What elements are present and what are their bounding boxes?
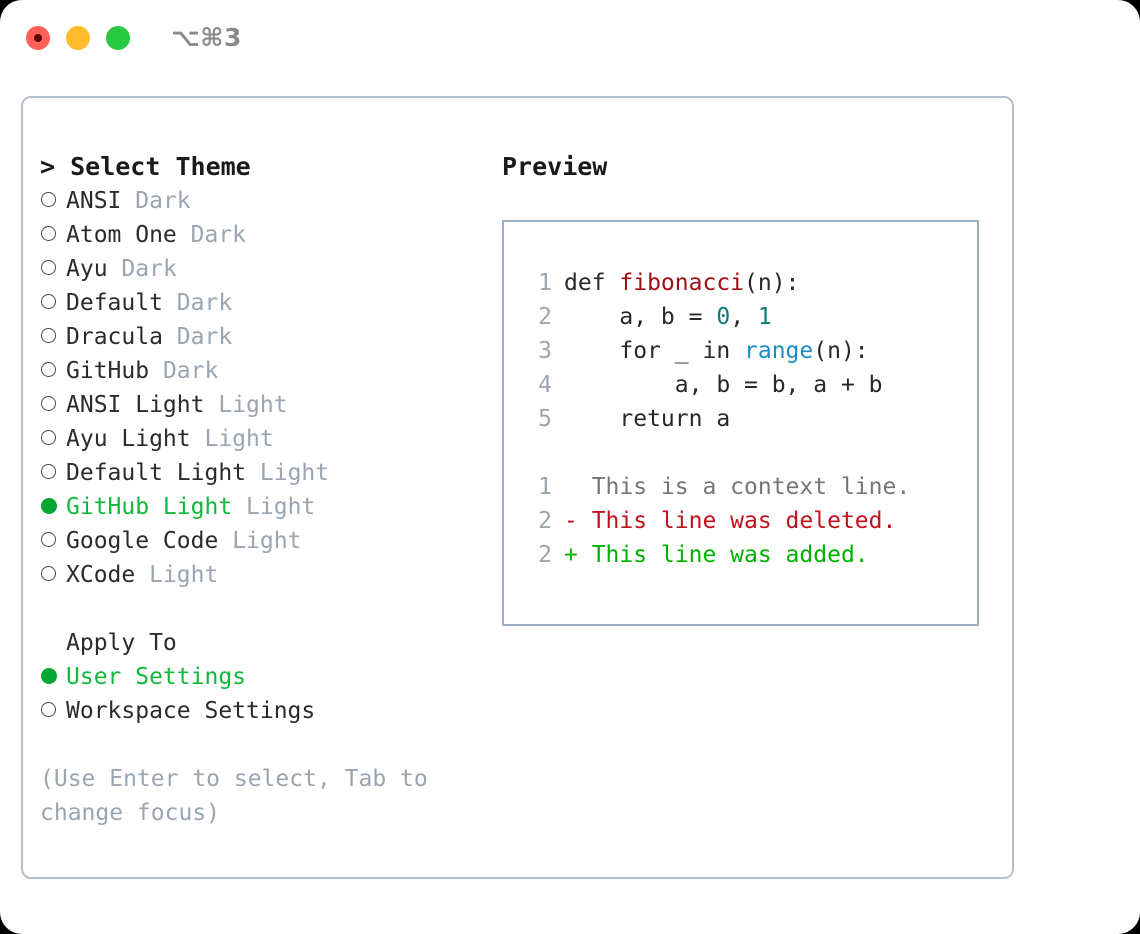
line-number: 1 [538,270,552,296]
window-controls [26,26,130,50]
theme-suffix: Light [204,426,274,452]
theme-label: Ayu [66,256,108,282]
theme-suffix: Dark [190,222,247,248]
theme-suffix: Light [246,494,316,520]
code-token: (n): [744,270,800,296]
theme-list: ANSI Dark Atom One Dark Ayu [40,184,490,592]
code-row: 5 return a [504,402,977,436]
theme-suffix: Dark [135,188,191,214]
theme-option-default-dark[interactable]: Default Dark [40,286,490,320]
line-number: 4 [538,372,552,398]
diff-text: This is a context line. [564,474,911,500]
theme-option-github-light[interactable]: GitHub Light Light [40,490,490,524]
panel-content: > Select Theme ANSI Dark Atom One Dark [23,98,1012,877]
preview-code-box: 1 def fibonacci(n): 2 a, b = 0, 1 3 for … [502,220,979,626]
theme-suffix: Light [259,460,330,486]
preview-column: Preview 1 def fibonacci(n): 2 a, b = 0, … [502,150,992,626]
close-button[interactable] [26,26,50,50]
code-row: 4 a, b = b, a + b [504,368,977,402]
line-number: 1 [538,474,552,500]
code-token: , [730,304,758,330]
keyboard-hint-text: (Use Enter to select, Tab to change focu… [40,766,428,826]
theme-option-dracula-dark[interactable]: Dracula Dark [40,320,490,354]
code-token: a, b = [564,304,717,330]
code-token: for _ in [564,338,745,364]
theme-label: GitHub [66,358,150,384]
theme-option-google-code-light[interactable]: Google Code Light [40,524,490,558]
preview-heading: Preview [502,152,608,181]
code-row: 1 def fibonacci(n): [504,266,977,300]
diff-row-context: 1 This is a context line. [504,470,977,504]
theme-label: Google Code [66,528,219,554]
line-number: 5 [538,406,552,432]
theme-label: Dracula [66,324,163,350]
theme-label: Default Light [66,460,247,486]
diff-row-added: 2 + This line was added. [504,538,977,572]
apply-to-option-workspace-settings[interactable]: Workspace Settings [40,694,490,728]
title-bar: ⌥⌘3 [0,0,1140,78]
code-token: (n): [813,338,869,364]
apply-to-label: Workspace Settings [66,698,316,724]
theme-option-ayu-dark[interactable]: Ayu Dark [40,252,490,286]
minimize-button[interactable] [66,26,90,50]
diff-text: + This line was added. [564,542,869,568]
code-token: a, b = b, a + b [564,372,883,398]
line-number: 2 [538,508,552,534]
theme-suffix: Light [232,528,302,554]
theme-option-atom-one-dark[interactable]: Atom One Dark [40,218,490,252]
line-number: 3 [538,338,552,364]
recording-indicator-icon [34,34,42,42]
select-theme-heading: > Select Theme [40,152,251,181]
theme-option-ayu-light[interactable]: Ayu Light Light [40,422,490,456]
maximize-button[interactable] [106,26,130,50]
theme-option-default-light[interactable]: Default Light Light [40,456,490,490]
theme-suffix: Dark [176,290,233,316]
code-blank-line [504,436,977,470]
code-token-call: range [744,338,814,364]
apply-to-heading: Apply To [66,630,177,656]
theme-label: Default [66,290,163,316]
line-number: 2 [538,542,552,568]
theme-label: XCode [66,562,136,588]
diff-text: - This line was deleted. [564,508,897,534]
theme-suffix: Dark [121,256,177,282]
theme-label: GitHub Light [66,494,233,520]
theme-label: ANSI Light [66,392,205,418]
main-panel: > Select Theme ANSI Dark Atom One Dark [21,96,1014,879]
diff-row-deleted: 2 - This line was deleted. [504,504,977,538]
theme-label: Atom One [66,222,177,248]
code-token-function: fibonacci [619,270,745,296]
theme-suffix: Light [149,562,219,588]
code-row: 2 a, b = 0, 1 [504,300,977,334]
code-token-number: 1 [757,304,772,330]
theme-suffix: Dark [162,358,219,384]
code-token: def [564,270,620,296]
theme-option-github-dark[interactable]: GitHub Dark [40,354,490,388]
apply-to-list: User Settings Workspace Settings [40,660,490,728]
keyboard-shortcut-label: ⌥⌘3 [171,23,242,52]
theme-picker-column: > Select Theme ANSI Dark Atom One Dark [40,150,490,830]
code-row: 3 for _ in range(n): [504,334,977,368]
theme-option-xcode-light[interactable]: XCode Light [40,558,490,592]
theme-option-ansi-dark[interactable]: ANSI Dark [40,184,490,218]
code-token: return a [564,406,731,432]
theme-option-ansi-light[interactable]: ANSI Light Light [40,388,490,422]
list-spacer [40,592,490,626]
code-token-number: 0 [716,304,731,330]
line-number: 2 [538,304,552,330]
theme-suffix: Light [218,392,288,418]
apply-to-label: User Settings [66,664,247,690]
theme-label: Ayu Light [66,426,191,452]
theme-label: ANSI [66,188,122,214]
theme-suffix: Dark [176,324,233,350]
apply-to-option-user-settings[interactable]: User Settings [40,660,490,694]
